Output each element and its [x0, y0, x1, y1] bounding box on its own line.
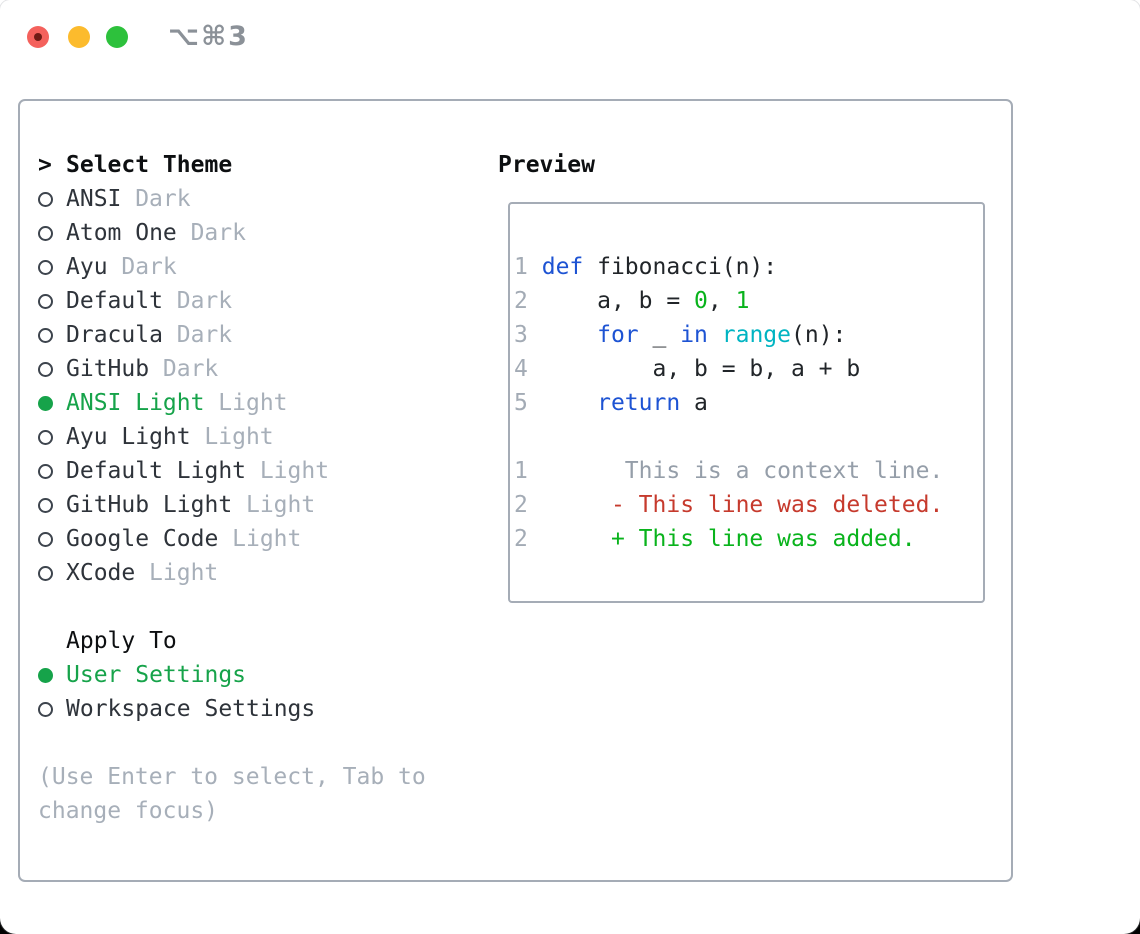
- preview-box: 1 def fibonacci(n): 2 a, b = 0, 1 3 for _ …: [508, 202, 985, 603]
- close-dot-icon: [34, 33, 42, 41]
- code-line: 2 + This line was added.: [514, 526, 916, 552]
- radio-icon: [38, 259, 53, 275]
- marker-cell: [38, 191, 66, 207]
- marker-cell: [38, 225, 66, 241]
- marker-cell: [38, 361, 66, 377]
- marker-cell: [38, 327, 66, 343]
- marker-cell: [38, 293, 66, 309]
- theme-name: Default Light: [66, 458, 247, 484]
- theme-name: Atom One: [66, 220, 177, 246]
- apply-to-label: Apply To: [66, 628, 177, 654]
- apply-option-user-settings[interactable]: User Settings: [38, 658, 458, 692]
- theme-name: GitHub: [66, 356, 150, 382]
- theme-name: ANSI: [66, 186, 122, 212]
- theme-variant: Light: [259, 458, 330, 484]
- spacer: [38, 590, 458, 624]
- theme-variant: Dark: [176, 322, 233, 348]
- apply-option-name: Workspace Settings: [66, 696, 316, 722]
- marker-cell: [38, 667, 66, 683]
- theme-option-ayu[interactable]: Ayu Dark: [38, 250, 458, 284]
- radio-icon: [38, 361, 53, 377]
- radio-icon: [38, 701, 53, 717]
- theme-option-github[interactable]: GitHub Dark: [38, 352, 458, 386]
- marker-cell: [38, 531, 66, 547]
- apply-option-workspace-settings[interactable]: Workspace Settings: [38, 692, 458, 726]
- marker-cell: [38, 497, 66, 513]
- theme-option-github-light[interactable]: GitHub Light Light: [38, 488, 458, 522]
- radio-icon: [38, 531, 53, 547]
- close-button[interactable]: [27, 26, 49, 48]
- minimize-button[interactable]: [68, 26, 90, 48]
- marker-cell: [38, 463, 66, 479]
- theme-variant: Light: [245, 492, 316, 518]
- theme-variant: Dark: [190, 220, 246, 246]
- marker-cell: [38, 395, 66, 411]
- theme-name: Ayu Light: [66, 424, 191, 450]
- radio-icon: [38, 565, 53, 581]
- theme-variant: Light: [149, 560, 219, 586]
- zoom-button[interactable]: [106, 26, 128, 48]
- apply-to-header: Apply To: [38, 624, 458, 658]
- theme-option-xcode[interactable]: XCode Light: [38, 556, 458, 590]
- theme-variant: Dark: [135, 186, 191, 212]
- radio-icon: [38, 463, 53, 479]
- radio-icon: [38, 429, 53, 445]
- theme-name: Dracula: [66, 322, 163, 348]
- theme-variant: Light: [204, 424, 274, 450]
- code-line: 1 This is a context line.: [514, 458, 944, 484]
- theme-name: GitHub Light: [66, 492, 233, 518]
- theme-option-atom-one[interactable]: Atom One Dark: [38, 216, 458, 250]
- preview-heading: Preview: [498, 152, 595, 178]
- radio-selected-icon: [38, 395, 53, 411]
- theme-option-ansi-light[interactable]: ANSI Light Light: [38, 386, 458, 420]
- marker-cell: [38, 259, 66, 275]
- code-line: 3 for _ in range(n):: [514, 322, 847, 348]
- theme-option-google-code[interactable]: Google Code Light: [38, 522, 458, 556]
- theme-name: Google Code: [66, 526, 219, 552]
- radio-icon: [38, 293, 53, 309]
- code-line: 4 a, b = b, a + b: [514, 356, 861, 382]
- code-line: 2 - This line was deleted.: [514, 492, 944, 518]
- theme-variant: Light: [218, 390, 288, 416]
- radio-icon: [38, 327, 53, 343]
- radio-icon: [38, 191, 53, 207]
- theme-name: ANSI Light: [66, 390, 205, 416]
- theme-name: XCode: [66, 560, 136, 586]
- titlebar: ⌥⌘3: [0, 0, 1140, 74]
- theme-name: Default: [66, 288, 163, 314]
- marker-cell: [38, 701, 66, 717]
- code-line: 5 return a: [514, 390, 708, 416]
- radio-icon: [38, 497, 53, 513]
- theme-variant: Light: [232, 526, 302, 552]
- theme-option-default-light[interactable]: Default Light Light: [38, 454, 458, 488]
- select-theme-label: Select Theme: [66, 152, 233, 178]
- theme-option-default[interactable]: Default Dark: [38, 284, 458, 318]
- theme-name: Ayu: [66, 254, 108, 280]
- radio-selected-icon: [38, 667, 53, 683]
- theme-variant: Dark: [176, 288, 233, 314]
- theme-variant: Dark: [162, 356, 219, 382]
- radio-icon: [38, 225, 53, 241]
- hint-text: (Use Enter to select, Tab to change focu…: [38, 764, 426, 824]
- marker-cell: [38, 565, 66, 581]
- select-theme-header: > Select Theme: [38, 148, 458, 182]
- code-line: [514, 420, 983, 454]
- code-preview: 1 def fibonacci(n): 2 a, b = 0, 1 3 for _ …: [510, 204, 983, 556]
- marker-cell: [38, 429, 66, 445]
- spacer: [38, 726, 458, 760]
- theme-option-ansi[interactable]: ANSI Dark: [38, 182, 458, 216]
- theme-option-ayu-light[interactable]: Ayu Light Light: [38, 420, 458, 454]
- apply-option-name: User Settings: [66, 662, 247, 688]
- code-line: 2 a, b = 0, 1: [514, 288, 750, 314]
- theme-option-dracula[interactable]: Dracula Dark: [38, 318, 458, 352]
- theme-variant: Dark: [121, 254, 177, 280]
- cursor-icon: >: [38, 152, 52, 178]
- window-title: ⌥⌘3: [168, 21, 249, 52]
- code-line: 1 def fibonacci(n):: [514, 254, 778, 280]
